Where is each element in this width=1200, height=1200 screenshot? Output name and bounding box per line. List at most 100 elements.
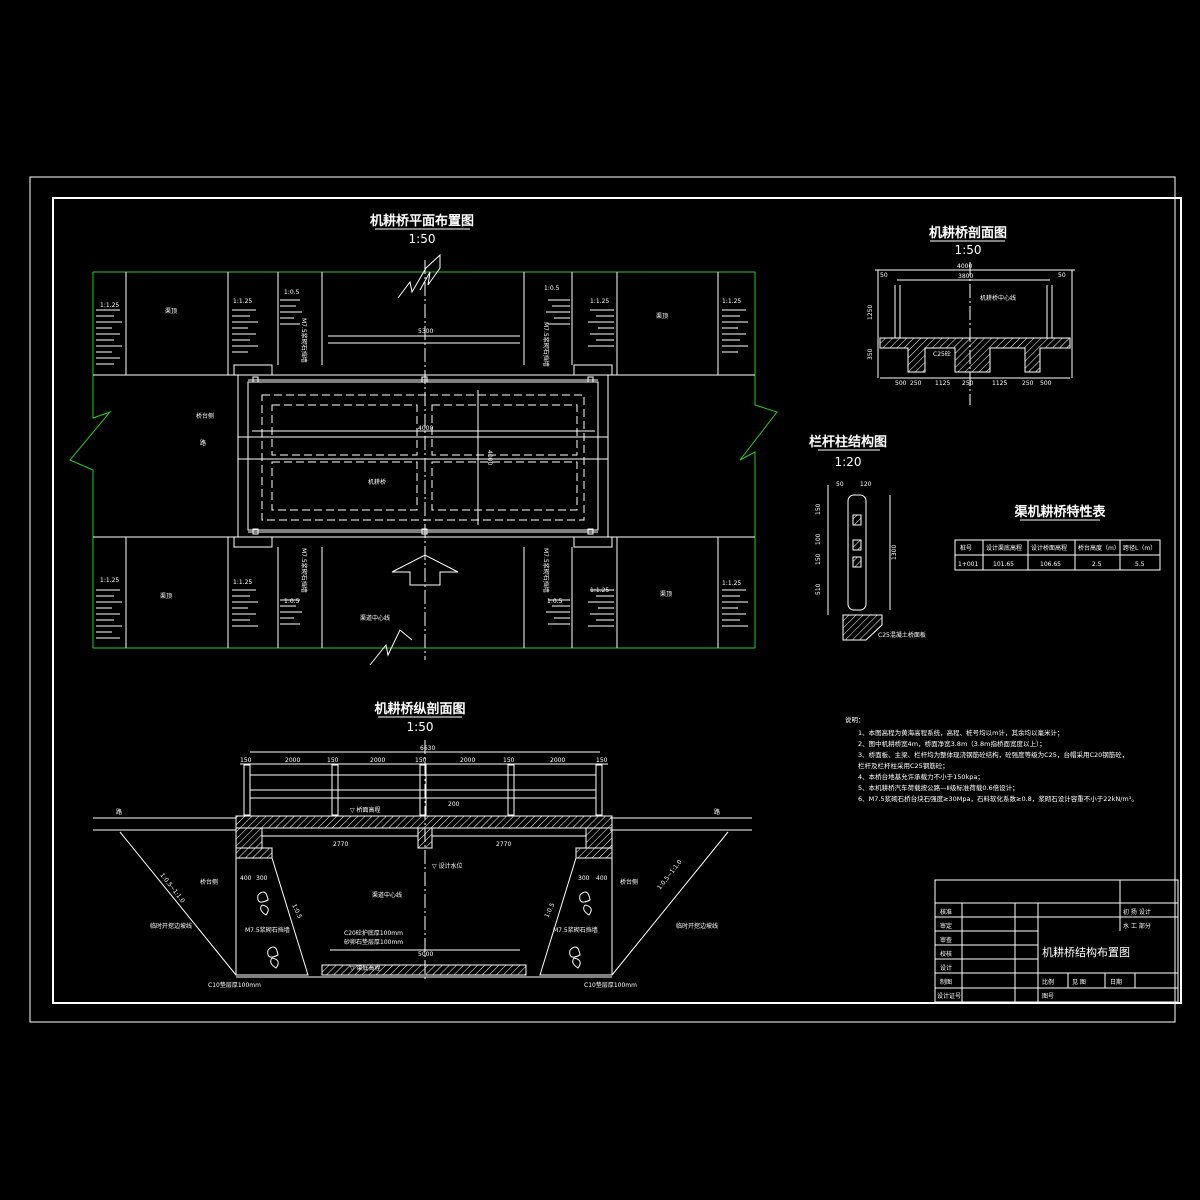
long-cut-left: 临时开挖边坡线 xyxy=(150,922,192,930)
table-header-1: 设计渠底高程 xyxy=(986,544,1022,552)
long-beam-label: 200 xyxy=(448,801,460,808)
long-steep-right: 1:0.5~1:1.0 xyxy=(656,859,684,892)
long-center: 渠道中心线 xyxy=(372,891,402,899)
long-span-right: 2770 xyxy=(496,841,511,848)
cross-dim-10: 1125 xyxy=(992,380,1007,387)
plan-slope-tl: 1:1.25 xyxy=(100,302,119,309)
title-block: 核准 审定 审查 校核 设计 制图 设计证号 初 扬 设计 水 工 部分 比例 … xyxy=(934,879,1179,1003)
long-slope-right: 1:0.5 xyxy=(543,902,556,919)
rail-scale: 1:20 xyxy=(835,455,862,469)
long-found-right: C10垫层厚100mm xyxy=(584,981,637,989)
long-dim-9: 150 xyxy=(596,757,608,764)
long-dim-7: 150 xyxy=(503,757,515,764)
notes-title: 说明： xyxy=(845,715,865,724)
plan-dim-top: 5300 xyxy=(418,328,433,335)
long-wall-right: M7.5浆砌石挡墙 xyxy=(553,926,598,934)
long-abut-right: 桥台侧 xyxy=(620,878,638,886)
long-deck-label: ▽ 桥面高程 xyxy=(350,806,381,814)
cross-dim-4: 1250 xyxy=(867,305,874,320)
tb-left-4: 设计 xyxy=(940,964,952,972)
notes-item-6: 5、本机耕桥汽车荷载按公路—Ⅱ级标准荷载0.6倍设计； xyxy=(858,783,1019,792)
notes-item-1: 1、本图高程为黄海高程系统，高程、桩号均以m计，其余均以毫米计； xyxy=(858,728,1063,737)
plan-slope-tr2: 1:1.25 xyxy=(722,298,741,305)
long-dim-1: 150 xyxy=(240,757,252,764)
plan-ratio-bl: 1:0.5 xyxy=(284,598,300,605)
long-bed-note1: C20砼护底厚100mm xyxy=(344,929,403,937)
long-water-label: ▽ 设计水位 xyxy=(432,862,463,870)
rail-dim-1: 120 xyxy=(860,481,872,488)
table-cell-3: 2.5 xyxy=(1092,561,1102,568)
notes: 说明： 1、本图高程为黄海高程系统，高程、桩号均以m计，其余均以毫米计； 2、图… xyxy=(845,715,1138,803)
tb-left-6: 设计证号 xyxy=(937,992,961,1000)
notes-item-2: 2、图中机耕桥宽4m，桥面净宽3.8m（3.8m指桥面宽度以上）； xyxy=(858,739,1046,748)
long-dim-6: 2000 xyxy=(460,757,475,764)
plan-slope-br2: 1:1.25 xyxy=(722,580,741,587)
plan-title: 机耕桥平面布置图 xyxy=(370,213,474,229)
plan-abutment: 桥台侧 xyxy=(196,412,214,420)
cross-concrete: C25砼 xyxy=(933,350,951,358)
cross-scale: 1:50 xyxy=(955,243,982,257)
tb-left-2: 审查 xyxy=(940,936,952,944)
tb-right-0: 初 扬 设计 xyxy=(1123,908,1151,916)
rail-post: 栏杆柱结构图 1:20 50 120 150 100 150 510 1300 … xyxy=(809,434,926,641)
plan-slope-tr: 1:1.25 xyxy=(590,298,609,305)
plan-dike-br: 渠顶 xyxy=(660,590,672,598)
cross-dim-11: 250 xyxy=(1022,380,1034,387)
table-cell-2: 106.65 xyxy=(1040,561,1061,568)
notes-item-7: 6、M7.5浆砌石桥台块石强度≥30Mpa，石料软化系数≥0.8，浆砌石设计容重… xyxy=(858,794,1138,803)
tb-bottom-0: 比例 xyxy=(1042,978,1054,986)
tb-bottom-1: 见 图 xyxy=(1072,979,1086,986)
plan-wall-bl: M7.5浆砌石挡墙 xyxy=(300,548,308,593)
plan-ratio-tl: 1:0.5 xyxy=(284,289,300,296)
long-dim-abut-2: 300 xyxy=(578,875,590,882)
cross-dim-2: 50 xyxy=(880,272,888,279)
long-dim-abut-1: 300 xyxy=(256,875,268,882)
tb-drawing-no: 图号 xyxy=(1042,993,1054,1000)
rail-dim-4: 150 xyxy=(815,553,822,565)
plan-dike-tl: 渠顶 xyxy=(165,307,177,315)
long-road-right: 路 xyxy=(714,808,720,816)
long-bed-level: ▽ 渠底高程 xyxy=(350,964,381,972)
plan-ratio-tr: 1:0.5 xyxy=(544,285,560,292)
cross-dim-12: 500 xyxy=(1040,380,1052,387)
plan-slope-bl: 1:1.25 xyxy=(100,577,119,584)
plan-road: 路 xyxy=(200,439,206,447)
long-steep-left: 1:0.5~1:1.0 xyxy=(158,872,186,905)
notes-item-5: 4、本桥台地基允许承载力不小于150kpa； xyxy=(858,772,984,781)
plan-slope-br: 1:1.25 xyxy=(590,587,609,594)
cross-dim-1: 3800 xyxy=(958,273,973,280)
notes-item-4: 栏杆及栏杆柱采用C25钢筋砼； xyxy=(858,761,949,770)
plan-wall-tl: M7.5浆砌石挡墙 xyxy=(300,318,308,363)
plan-dim-v: 4000 xyxy=(486,450,493,465)
long-dim-2: 2000 xyxy=(285,757,300,764)
plan-ratio-br: 1:0.5 xyxy=(547,598,563,605)
plan-slope-tl2: 1:1.25 xyxy=(233,298,252,305)
plan-dike-bl: 渠顶 xyxy=(160,592,172,600)
cross-dim-7: 250 xyxy=(910,380,922,387)
table-title: 渠机耕桥特性表 xyxy=(1013,504,1106,520)
tb-drawing-name: 机耕桥结构布置图 xyxy=(1042,945,1130,959)
plan-dim-mid: 4000 xyxy=(418,425,433,432)
long-found-left: C10垫层厚100mm xyxy=(208,981,261,989)
long-scale: 1:50 xyxy=(407,720,434,734)
long-road-left: 路 xyxy=(116,808,122,816)
plan-dike-tr: 渠顶 xyxy=(656,312,668,320)
tb-left-1: 审定 xyxy=(940,922,952,930)
table-header-0: 桩号 xyxy=(960,544,972,552)
plan-slope-bl2: 1:1.25 xyxy=(233,579,252,586)
rail-dim-2: 150 xyxy=(815,503,822,515)
cross-dim-8: 1125 xyxy=(935,380,950,387)
table-cell-4: 5.5 xyxy=(1135,561,1145,568)
table-header-3: 桥台高度（m） xyxy=(1078,544,1120,552)
rail-dim-0: 50 xyxy=(836,481,844,488)
spec-table: 渠机耕桥特性表 桩号 设计渠底高程 设计桥面高程 桥台高度（m） 跨径L（m） … xyxy=(954,504,1161,571)
rail-base-label: C25混凝土桥面板 xyxy=(878,631,926,639)
long-dim-3: 150 xyxy=(327,757,339,764)
table-header-2: 设计桥面高程 xyxy=(1031,544,1067,552)
tb-bottom-2: 日期 xyxy=(1110,978,1122,986)
longitudinal-section: 机耕桥纵剖面图 1:50 xyxy=(93,701,752,989)
rail-dim-5: 510 xyxy=(815,583,822,595)
cross-dim-0: 4000 xyxy=(957,263,972,270)
long-title: 机耕桥纵剖面图 xyxy=(374,701,465,717)
